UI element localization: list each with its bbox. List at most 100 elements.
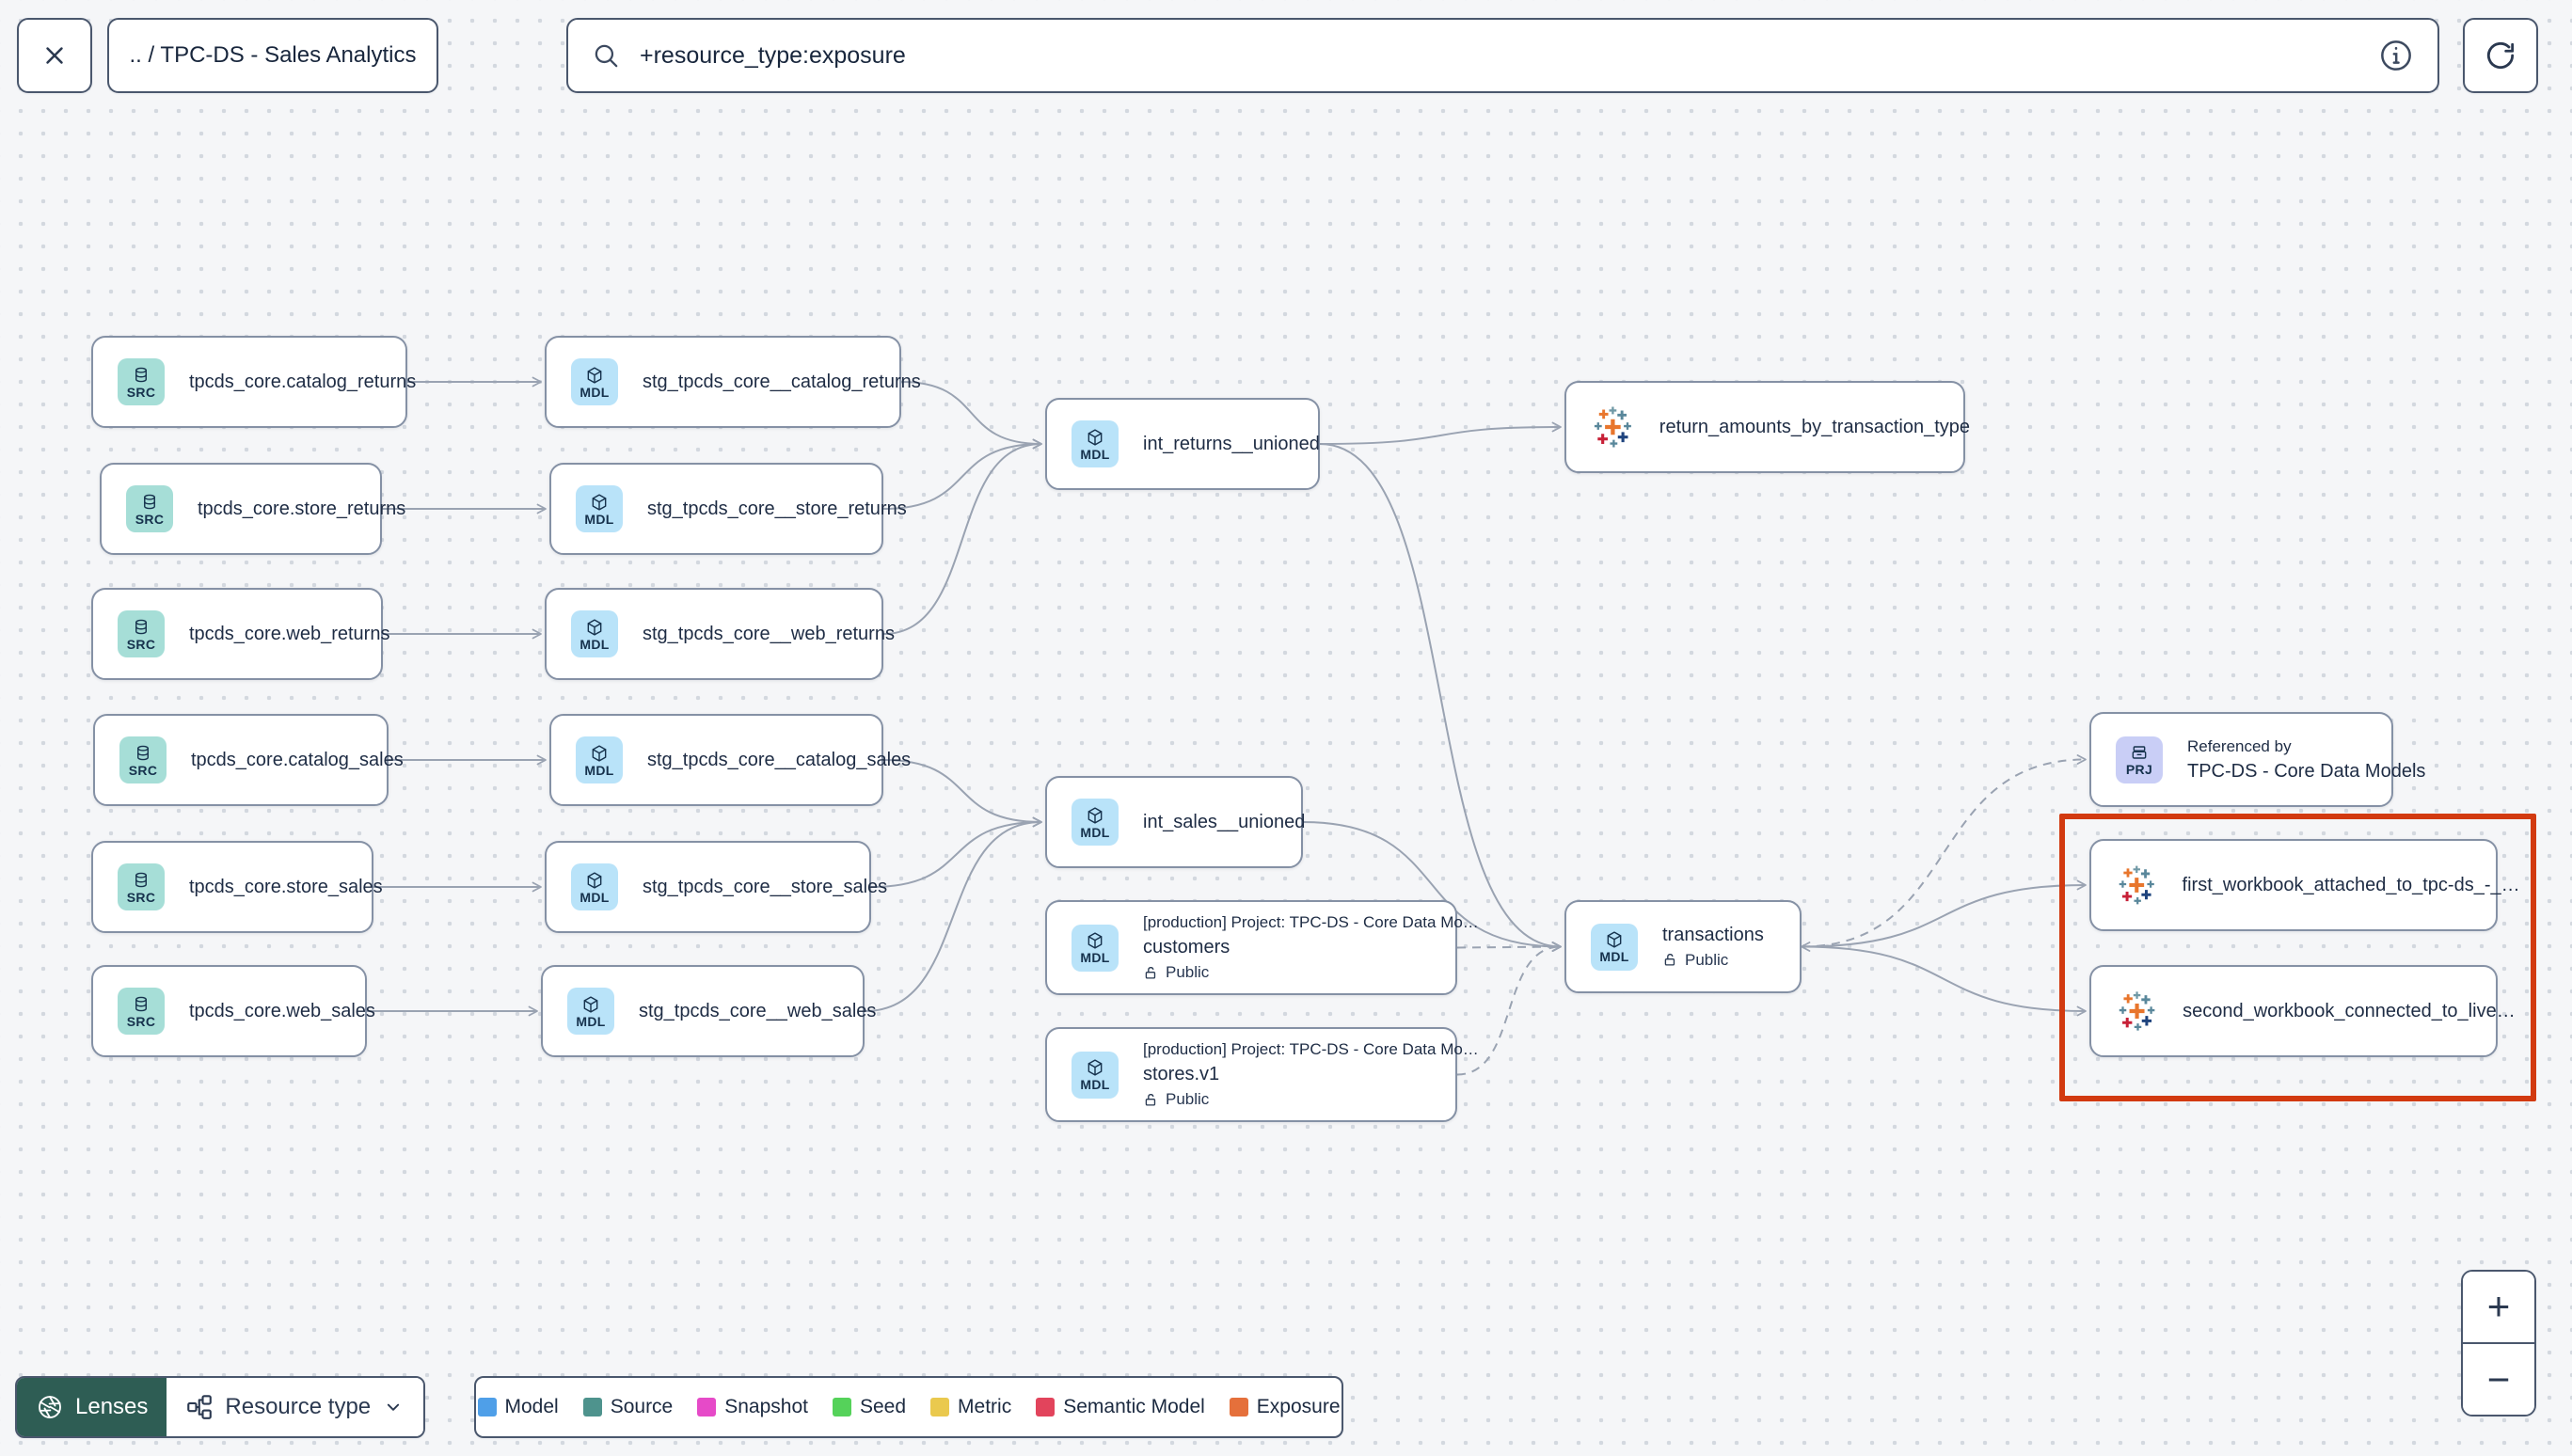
node-title: int_sales__unioned xyxy=(1143,811,1306,832)
lock-open-icon xyxy=(1145,1093,1156,1106)
lock-open-icon xyxy=(1145,966,1156,979)
cube-icon xyxy=(587,618,602,636)
legend-swatch xyxy=(477,1398,497,1416)
node-customers[interactable]: MDL[production] Project: TPC-DS - Core D… xyxy=(1045,900,1479,995)
legend-label: Model xyxy=(504,1396,559,1417)
node-title: tpcds_core.web_sales xyxy=(189,1000,375,1021)
model-badge: MDL xyxy=(571,863,618,910)
node-src_catalog_sales[interactable]: SRC tpcds_core.catalog_sales xyxy=(93,714,404,806)
cube-icon xyxy=(1088,932,1103,949)
lenses-button[interactable]: Lenses xyxy=(17,1378,167,1436)
node-access: Public xyxy=(1143,963,1431,982)
lenses-label: Lenses xyxy=(75,1394,149,1419)
cube-icon xyxy=(1607,931,1622,948)
info-icon[interactable] xyxy=(2377,37,2415,74)
cube-icon xyxy=(587,366,602,384)
node-title: tpcds_core.catalog_sales xyxy=(191,749,404,770)
cube-icon xyxy=(1088,1059,1103,1076)
resource-type-dropdown[interactable]: Resource type xyxy=(167,1378,424,1436)
node-stores[interactable]: MDL[production] Project: TPC-DS - Core D… xyxy=(1045,1027,1479,1122)
zoom-divider xyxy=(2463,1341,2534,1345)
aperture-icon xyxy=(39,1396,61,1418)
node-project-label: Referenced by xyxy=(2187,736,2292,755)
node-exp_second[interactable]: second_workbook_connected_to_live… xyxy=(2089,965,2516,1057)
node-project-label: [production] Project: TPC-DS - Core Data… xyxy=(1143,1040,1479,1058)
resource-type-label: Resource type xyxy=(225,1394,372,1419)
cube-icon xyxy=(587,871,602,889)
source-badge: SRC xyxy=(126,485,173,532)
legend-swatch xyxy=(930,1398,950,1416)
database-icon xyxy=(135,872,147,887)
resource-type-icon xyxy=(187,1395,213,1419)
node-title: stg_tpcds_core__web_returns xyxy=(643,623,895,644)
node-title: tpcds_core.store_returns xyxy=(198,498,406,519)
project-badge: PRJ xyxy=(2116,736,2163,783)
database-icon xyxy=(135,619,147,634)
tableau-icon xyxy=(1594,406,1631,448)
node-title: return_amounts_by_transaction_type xyxy=(1659,416,1971,437)
node-title: tpcds_core.catalog_returns xyxy=(189,371,417,392)
model-badge: MDL xyxy=(576,485,623,532)
legend-item-snapshot: Snapshot xyxy=(697,1396,808,1418)
search-bar[interactable] xyxy=(566,18,2439,93)
search-icon xyxy=(595,44,618,68)
lock-open-icon xyxy=(1664,954,1675,966)
source-badge: SRC xyxy=(118,863,165,910)
model-badge: MDL xyxy=(1591,923,1638,971)
model-badge: MDL xyxy=(567,988,614,1035)
node-src_store_returns[interactable]: SRC tpcds_core.store_returns xyxy=(100,463,406,555)
legend-label: Source xyxy=(610,1396,674,1417)
refresh-icon xyxy=(2486,41,2515,70)
legend-swatch xyxy=(1036,1398,1056,1416)
node-exp_first[interactable]: first_workbook_attached_to_tpc-ds_-_… xyxy=(2089,839,2520,931)
database-icon xyxy=(135,996,147,1011)
model-badge: MDL xyxy=(1072,799,1119,846)
source-badge: SRC xyxy=(119,736,167,783)
node-title: stores.v1 xyxy=(1143,1064,1220,1084)
legend-item-semantic-model: Semantic Model xyxy=(1036,1396,1205,1418)
cube-icon xyxy=(583,995,598,1013)
node-stg_store_returns[interactable]: MDL stg_tpcds_core__store_returns xyxy=(549,463,907,555)
search-input[interactable] xyxy=(638,40,2360,71)
node-title: stg_tpcds_core__store_returns xyxy=(647,498,907,519)
node-int_sales[interactable]: MDL int_sales__unioned xyxy=(1045,776,1306,868)
node-exp_return_amounts[interactable]: return_amounts_by_transaction_type xyxy=(1564,381,1971,473)
model-badge: MDL xyxy=(576,736,623,783)
node-title: second_workbook_connected_to_live… xyxy=(2183,1000,2516,1021)
tableau-icon xyxy=(2119,991,2155,1031)
legend-label: Snapshot xyxy=(724,1396,808,1417)
project-icon xyxy=(2132,746,2147,759)
close-button[interactable] xyxy=(17,18,92,93)
refresh-button[interactable] xyxy=(2463,18,2538,93)
zoom-in-button[interactable]: + xyxy=(2463,1272,2534,1342)
node-access: Public xyxy=(1143,1090,1431,1109)
node-access: Public xyxy=(1662,951,1764,970)
source-badge: SRC xyxy=(118,610,165,657)
legend-item-exposure: Exposure xyxy=(1229,1396,1341,1418)
legend-swatch xyxy=(833,1398,851,1416)
legend-item-model: Model xyxy=(477,1396,559,1418)
breadcrumb[interactable]: .. / TPC-DS - Sales Analytics xyxy=(107,18,438,93)
legend-swatch xyxy=(582,1398,602,1416)
zoom-controls: + − xyxy=(2461,1270,2536,1416)
node-project-label: [production] Project: TPC-DS - Core Data… xyxy=(1143,913,1479,931)
zoom-out-button[interactable]: − xyxy=(2463,1344,2534,1415)
breadcrumb-label: .. / TPC-DS - Sales Analytics xyxy=(129,42,417,68)
legend-item-metric: Metric xyxy=(930,1396,1011,1418)
lenses-group: Lenses Resource type xyxy=(15,1376,426,1438)
